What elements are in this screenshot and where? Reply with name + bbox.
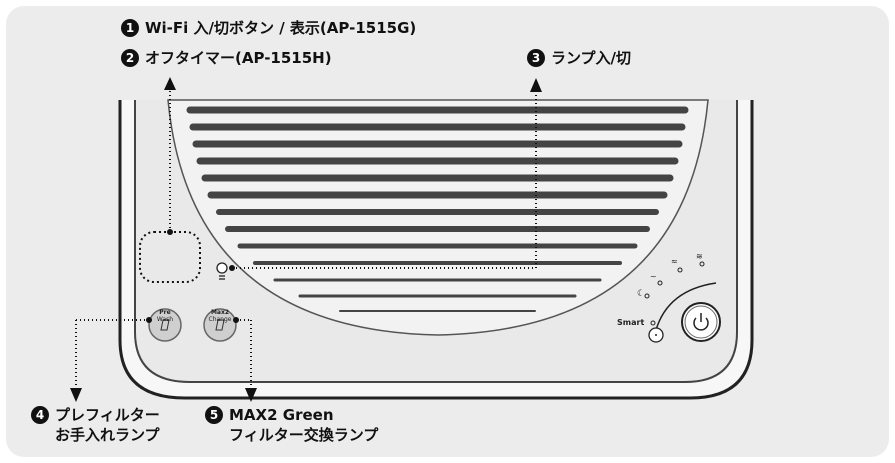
max2-change-icon <box>215 319 225 331</box>
high-indicator <box>699 261 705 267</box>
prewash-label-line-1: Pre <box>159 309 171 316</box>
arrow-head-4 <box>70 388 82 402</box>
callout-4-text-line-2: お手入れランプ <box>55 426 160 444</box>
callout-5-number: 5 <box>205 406 223 424</box>
lamp-icon <box>216 262 228 280</box>
leader-dot-1 <box>167 229 173 235</box>
max2-change-button <box>203 308 237 342</box>
leader-line-4 <box>75 319 149 390</box>
prewash-label-line-2: Wash <box>156 316 174 323</box>
smart-indicator <box>650 320 656 326</box>
power-button-inner <box>684 305 718 339</box>
callout-3-number: 3 <box>527 49 545 67</box>
callout-2-text: オフタイマー(AP-1515H) <box>145 49 332 67</box>
grille-slats <box>186 106 689 312</box>
mid-indicator <box>677 267 683 273</box>
leader-dot-5 <box>233 317 239 323</box>
smart-label: Smart <box>617 318 645 327</box>
arrow-head-3 <box>530 78 542 92</box>
low-indicator <box>657 280 663 286</box>
callout-2-number: 2 <box>121 49 139 67</box>
arrow-head-1 <box>164 77 176 90</box>
callout-5-text-line-2: フィルター交換ランプ <box>229 426 379 444</box>
leader-line-5 <box>236 319 252 390</box>
max2-change-label-line-2: Change <box>208 316 232 323</box>
prewash-button <box>148 308 182 342</box>
prewash-icon <box>160 319 170 331</box>
fan-speed-arc <box>655 282 717 331</box>
callout-3: 3 ランプ入/切 <box>527 48 631 68</box>
max2-change-label-line-1: Max2 <box>210 309 230 316</box>
callout-4: 4 プレフィルター お手入れランプ <box>31 405 160 445</box>
callout-3-text: ランプ入/切 <box>551 49 632 67</box>
sleep-icon: ☾ <box>637 289 645 299</box>
callout-5: 5 MAX2 Green フィルター交換ランプ <box>205 405 378 445</box>
arrow-head-5 <box>245 388 257 402</box>
callout-5-text-line-1: MAX2 Green <box>229 406 334 424</box>
sleep-indicator <box>644 293 650 299</box>
leader-line-3 <box>232 90 537 269</box>
callout-1-number: 1 <box>121 19 139 37</box>
leader-dot-3 <box>229 265 235 271</box>
callout-4-text-line-1: プレフィルター <box>55 406 160 424</box>
callout-2: 2 オフタイマー(AP-1515H) <box>121 48 332 68</box>
prewash-label: Pre Wash <box>145 309 185 323</box>
power-icon <box>693 313 709 331</box>
low-icon: ~ <box>650 272 657 281</box>
mid-icon: ≈ <box>671 257 678 266</box>
high-icon: ≋ <box>696 252 703 261</box>
callout-4-number: 4 <box>31 406 49 424</box>
mode-button-dot <box>655 334 657 336</box>
callout-1: 1 Wi-Fi 入/切ボタン / 表示(AP-1515G) <box>121 18 416 38</box>
callout-1-text: Wi-Fi 入/切ボタン / 表示(AP-1515G) <box>145 19 417 37</box>
leader-dot-4 <box>146 317 152 323</box>
max2-change-label: Max2 Change <box>200 309 240 323</box>
